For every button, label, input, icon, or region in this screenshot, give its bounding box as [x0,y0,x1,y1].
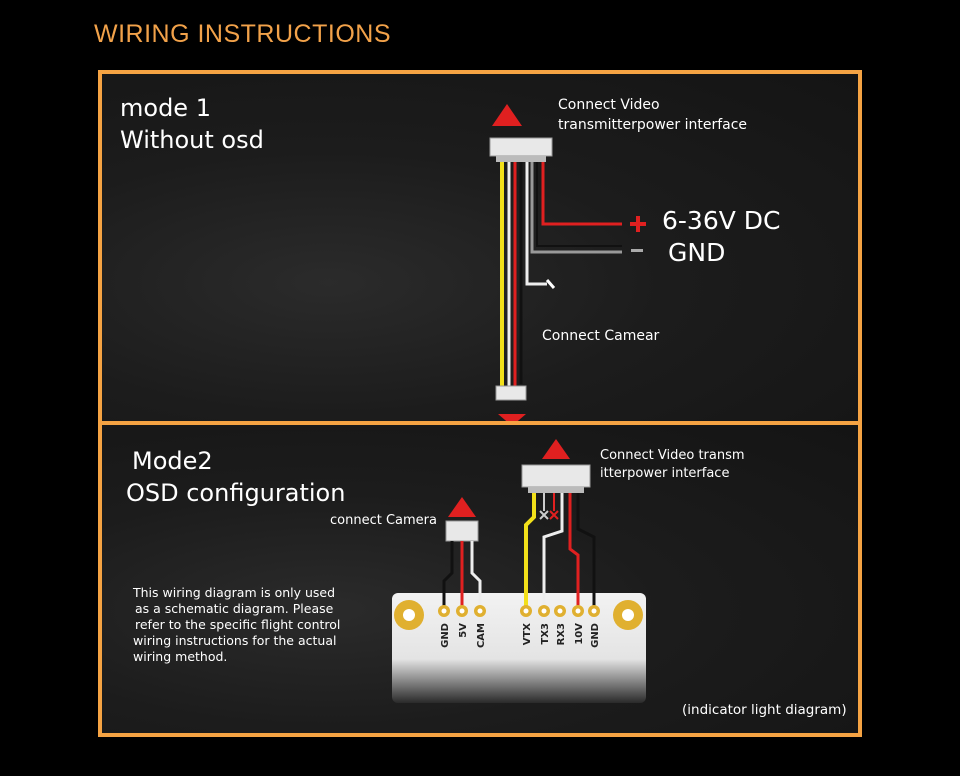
pin-pad [572,605,584,617]
minus-icon [631,249,643,252]
mode1-top-arrow-icon [492,104,522,126]
mode1-bottom-connector [495,385,527,401]
pin-label: TX3 [540,623,551,645]
pin-label: GND [590,623,601,648]
mode1-title-line2: Without osd [120,126,264,154]
mode2-camera-label: connect Camera [330,513,437,528]
mode2-wiring-diagram: GND 5V CAM VTX TX3 RX3 10V GND [392,439,646,703]
mounting-hole-left-icon [394,600,424,630]
mode2-vtx-connector [521,464,591,488]
mode1-unused-x-icon [545,279,556,289]
note-line: This wiring diagram is only used [133,585,336,600]
pin-pad [456,605,468,617]
mode1-vtx-label-line1: Connect Video [558,97,660,113]
note-line: wiring method. [133,649,228,664]
mode1-gnd-label: GND [668,238,726,267]
mode2-vtx-label-line2: itterpower interface [600,466,730,481]
mode1-camera-label: Connect Camear [542,328,660,344]
pin-pad [538,605,550,617]
pin-label: GND [440,623,451,648]
indicator-light-label: (indicator light diagram) [682,702,847,718]
mode1-vtx-label-line2: transmitterpower interface [558,117,748,133]
pin-label: VTX [522,623,533,646]
pin-label: CAM [476,623,487,648]
mode2-vtx-arrow-icon [542,439,570,459]
mode1-panel: mode 1 Without osd Connect Video transmi… [98,70,862,426]
pin-pad [474,605,486,617]
mode2-vtx-label-line1: Connect Video transm [600,448,745,463]
mode2-title-line1: Mode2 [132,447,213,475]
mode2-title-line2: OSD configuration [126,479,346,507]
mode2-panel: GND 5V CAM VTX TX3 RX3 10V GND Mode2 OSD config… [98,421,862,737]
pin-pad [554,605,566,617]
mode1-power-wire [541,162,622,226]
pin-pad [520,605,532,617]
mode2-camera-connector [445,520,479,542]
note-line: refer to the specific flight control [135,617,341,632]
pin-labels: GND 5V CAM VTX TX3 RX3 10V GND [440,623,601,648]
pin-label: RX3 [556,623,567,645]
mounting-hole-right-icon [613,600,643,630]
plus-icon [630,216,646,232]
page-heading: WIRING INSTRUCTIONS [94,20,391,48]
pin-pad [438,605,450,617]
mode1-wiring-diagram [489,104,646,422]
pin-label: 10V [574,623,585,645]
mode1-gnd-wire [530,162,622,254]
mode1-top-connector [489,137,553,157]
note-line: wiring instructions for the actual [133,633,337,648]
osd-board [392,593,646,703]
mode1-power-label: 6-36V DC [662,206,781,235]
mode1-bottom-arrow-icon [498,414,526,422]
note-line: as a schematic diagram. Please [135,601,334,616]
mode2-camera-arrow-icon [448,497,476,517]
mode1-title-line1: mode 1 [120,94,211,122]
pin-label: 5V [458,623,469,638]
pin-pad [588,605,600,617]
pin-pads [438,605,600,617]
